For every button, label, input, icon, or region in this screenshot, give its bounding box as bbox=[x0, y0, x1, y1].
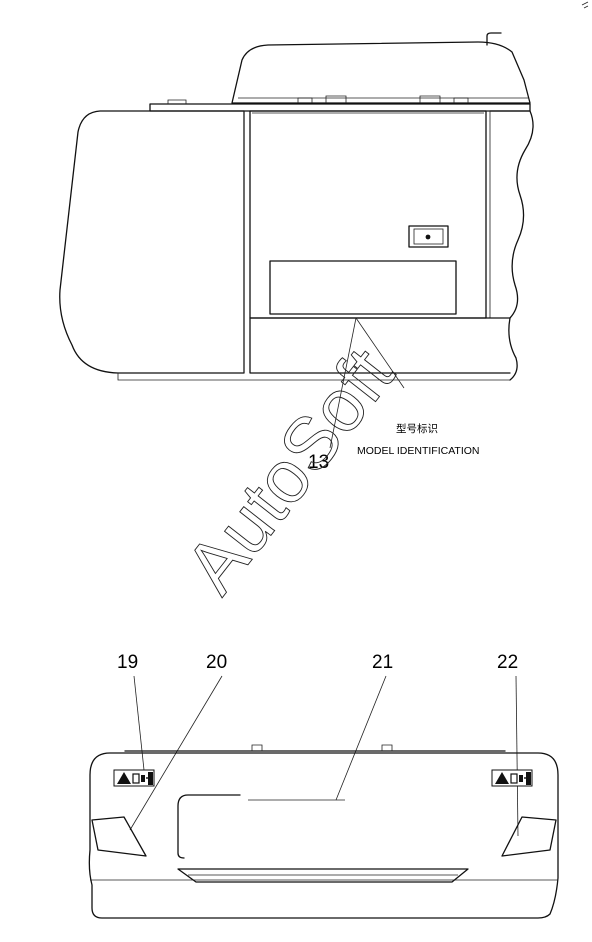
crush-warning-icon bbox=[113, 769, 155, 787]
leader-19 bbox=[133, 675, 145, 771]
rear-lamp-right bbox=[501, 816, 557, 857]
roof-mount-left bbox=[297, 95, 347, 103]
front-hood bbox=[59, 110, 245, 374]
rear-top-tabs bbox=[251, 744, 393, 751]
panel-switch-inner bbox=[413, 228, 444, 245]
callout-21: 21 bbox=[372, 652, 393, 673]
leader-21 bbox=[335, 675, 387, 801]
panel-switch-dot bbox=[425, 234, 431, 240]
body-top-rail bbox=[149, 103, 531, 112]
crush-warning-icon bbox=[491, 769, 533, 787]
callout-20: 20 bbox=[206, 652, 227, 673]
rear-view: 19 20 21 22 bbox=[88, 652, 559, 919]
corner-mark bbox=[581, 1, 589, 9]
rear-lamp-left bbox=[91, 816, 147, 857]
side-panel bbox=[249, 110, 487, 319]
callout-22: 22 bbox=[497, 652, 518, 673]
panel-switch bbox=[408, 225, 449, 248]
callout-13: 13 bbox=[308, 452, 329, 473]
chassis-lower bbox=[249, 317, 511, 374]
cab-roof bbox=[231, 41, 531, 104]
leader-13-a bbox=[329, 317, 357, 449]
rear-post bbox=[486, 110, 491, 318]
leader-13-b bbox=[355, 317, 405, 389]
model-id-label-en: MODEL IDENTIFICATION bbox=[357, 445, 480, 457]
model-id-label-cn: 型号标识 bbox=[396, 422, 438, 435]
hood-tab bbox=[167, 99, 187, 104]
chassis-skirt bbox=[117, 373, 510, 381]
antenna bbox=[486, 32, 502, 46]
break-edge bbox=[489, 110, 534, 381]
side-view: 13 型号标识 MODEL IDENTIFICATION bbox=[59, 1, 589, 473]
counterweight-body bbox=[88, 752, 559, 919]
rear-recess bbox=[177, 794, 241, 859]
roof-mount-right bbox=[419, 95, 469, 103]
rear-bumper-strip bbox=[177, 868, 469, 883]
model-id-plate bbox=[269, 260, 457, 315]
watermark-text: AutoSoft bbox=[169, 333, 409, 608]
leader-22 bbox=[515, 675, 519, 837]
callout-19: 19 bbox=[117, 652, 138, 673]
